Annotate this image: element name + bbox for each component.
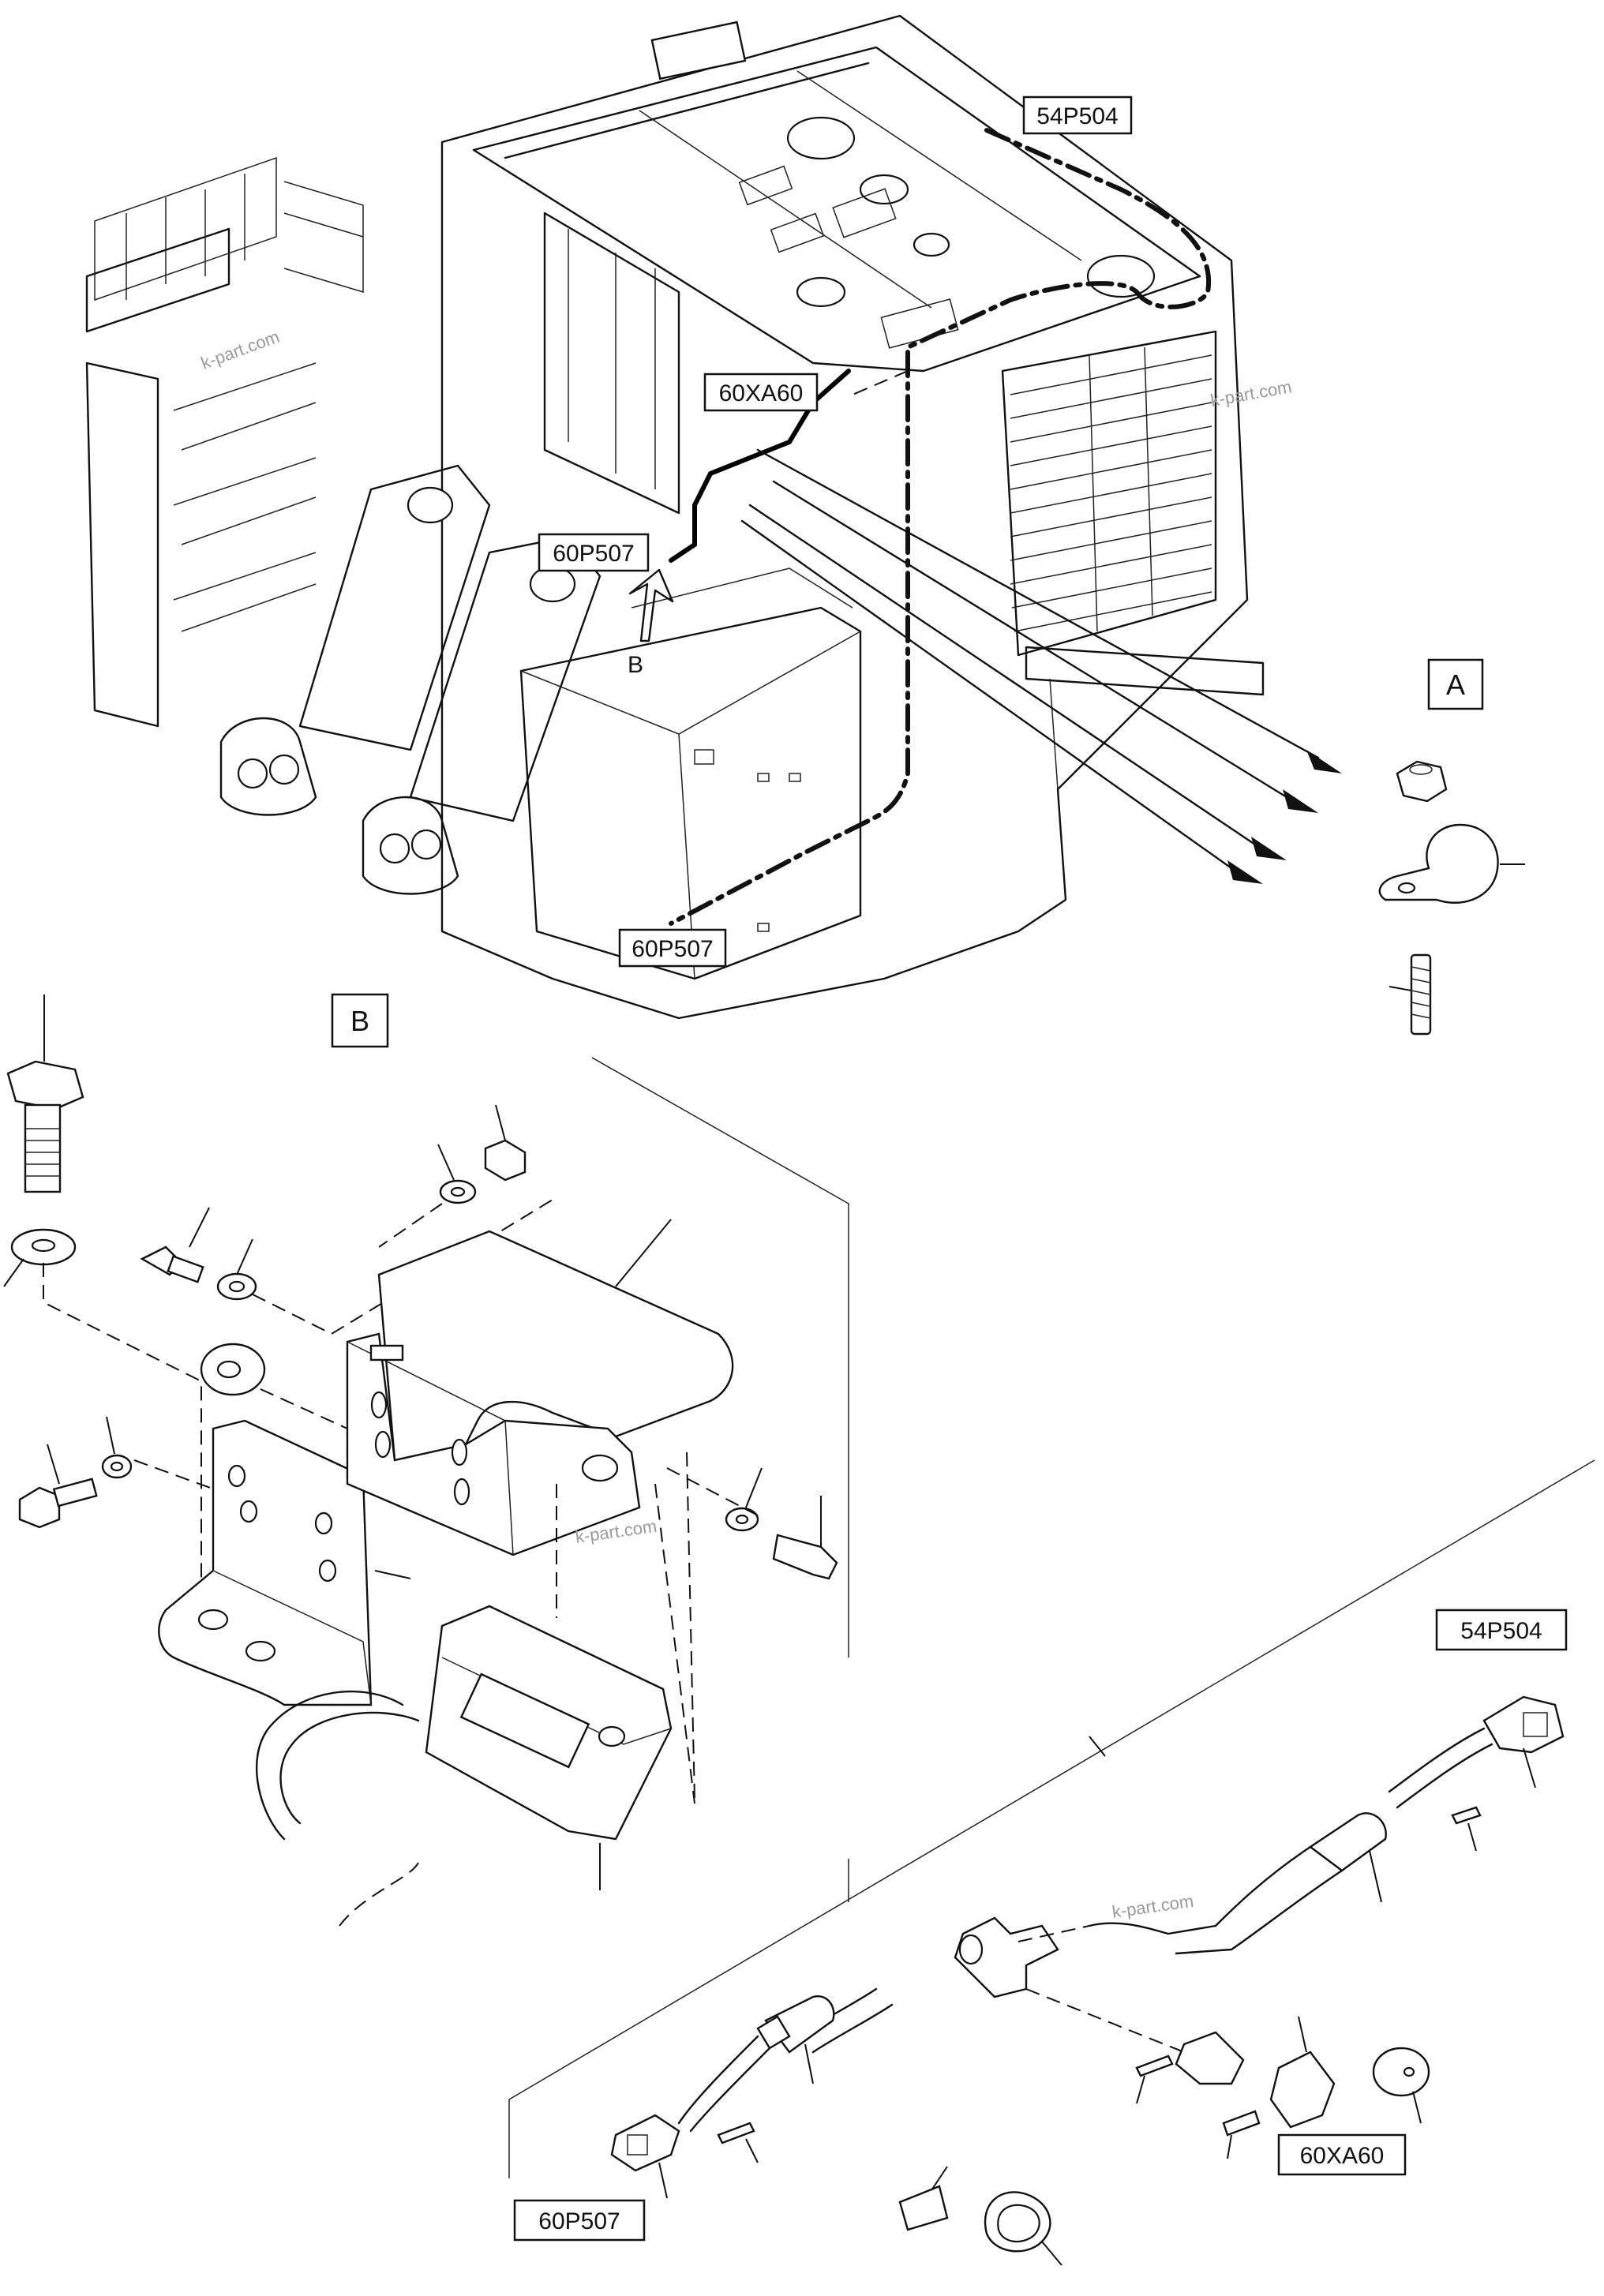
nut <box>1396 760 1448 803</box>
cable-clamp <box>1378 823 1499 904</box>
connector-60p507 <box>610 2114 680 2172</box>
cover-plate <box>377 1230 734 1478</box>
view-b-letter: B <box>628 652 643 678</box>
pin-3 <box>1222 2110 1261 2137</box>
detail-a-label: A <box>1446 669 1465 701</box>
label-60p507-detail: 60P507 <box>513 2199 646 2242</box>
label-60p507-upper-text: 60P507 <box>553 541 634 567</box>
detail-a-pointers <box>740 448 1342 884</box>
access-ladder <box>85 156 364 728</box>
label-54p504-detail: 54P504 <box>1435 1609 1568 1651</box>
watermark-4: k-part.com <box>1111 1891 1194 1922</box>
pin-1 <box>1451 1806 1482 1825</box>
connector-60xa60 <box>1269 2051 1336 2129</box>
large-bolt-head <box>6 1060 84 1111</box>
tape <box>898 2185 949 2231</box>
sensor-housing <box>346 1332 641 1556</box>
label-60xa60-detail-text: 60XA60 <box>1300 2143 1385 2169</box>
label-60p507-upper: 60P507 <box>538 533 650 572</box>
front-box <box>519 606 862 980</box>
machine-assembly: 54P504 60XA60 60P507 60P507 B k-part.com… <box>85 14 1342 1020</box>
watermark-2: k-part.com <box>1209 376 1294 410</box>
bolt-3 <box>772 1534 838 1580</box>
cable-route-54p504 <box>669 128 1212 926</box>
detail-b: B <box>3 993 849 1927</box>
label-60xa60-top-text: 60XA60 <box>719 380 804 406</box>
pin-2 <box>1135 2054 1174 2077</box>
label-60xa60-top: 60XA60 <box>703 373 819 412</box>
label-54p504-top: 54P504 <box>1022 96 1133 135</box>
large-bolt-shank <box>24 1103 62 1193</box>
l-bracket <box>158 1419 373 1706</box>
label-54p504-detail-text: 54P504 <box>1460 1618 1542 1644</box>
label-60p507-detail-text: 60P507 <box>538 2208 620 2234</box>
label-60xa60-detail: 60XA60 <box>1277 2133 1407 2176</box>
dust-cap <box>1372 2047 1430 2097</box>
label-60p507-lower-text: 60P507 <box>631 936 713 962</box>
top-port-1 <box>786 116 856 160</box>
detail-a: A <box>1378 658 1525 1036</box>
top-port-2 <box>1086 254 1156 298</box>
harness-detail: 54P504 60XA60 <box>508 1459 1595 2266</box>
grille <box>1010 346 1212 632</box>
pin-4 <box>717 2122 755 2144</box>
label-60p507-lower: 60P507 <box>618 928 727 968</box>
view-b-arrow <box>628 568 674 642</box>
straight-fitting <box>1175 2031 1245 2085</box>
label-54p504-top-text: 54P504 <box>1036 103 1118 129</box>
small-bolt-2 <box>18 1486 61 1529</box>
tee-fitting <box>954 1916 1059 1998</box>
detail-b-label: B <box>350 1005 369 1037</box>
watermark-1: k-part.com <box>198 327 282 373</box>
sleeve-1 <box>1308 1812 1387 1872</box>
roof-hatch <box>650 21 747 81</box>
nut-2 <box>484 1139 527 1182</box>
boom-arms <box>219 464 602 895</box>
